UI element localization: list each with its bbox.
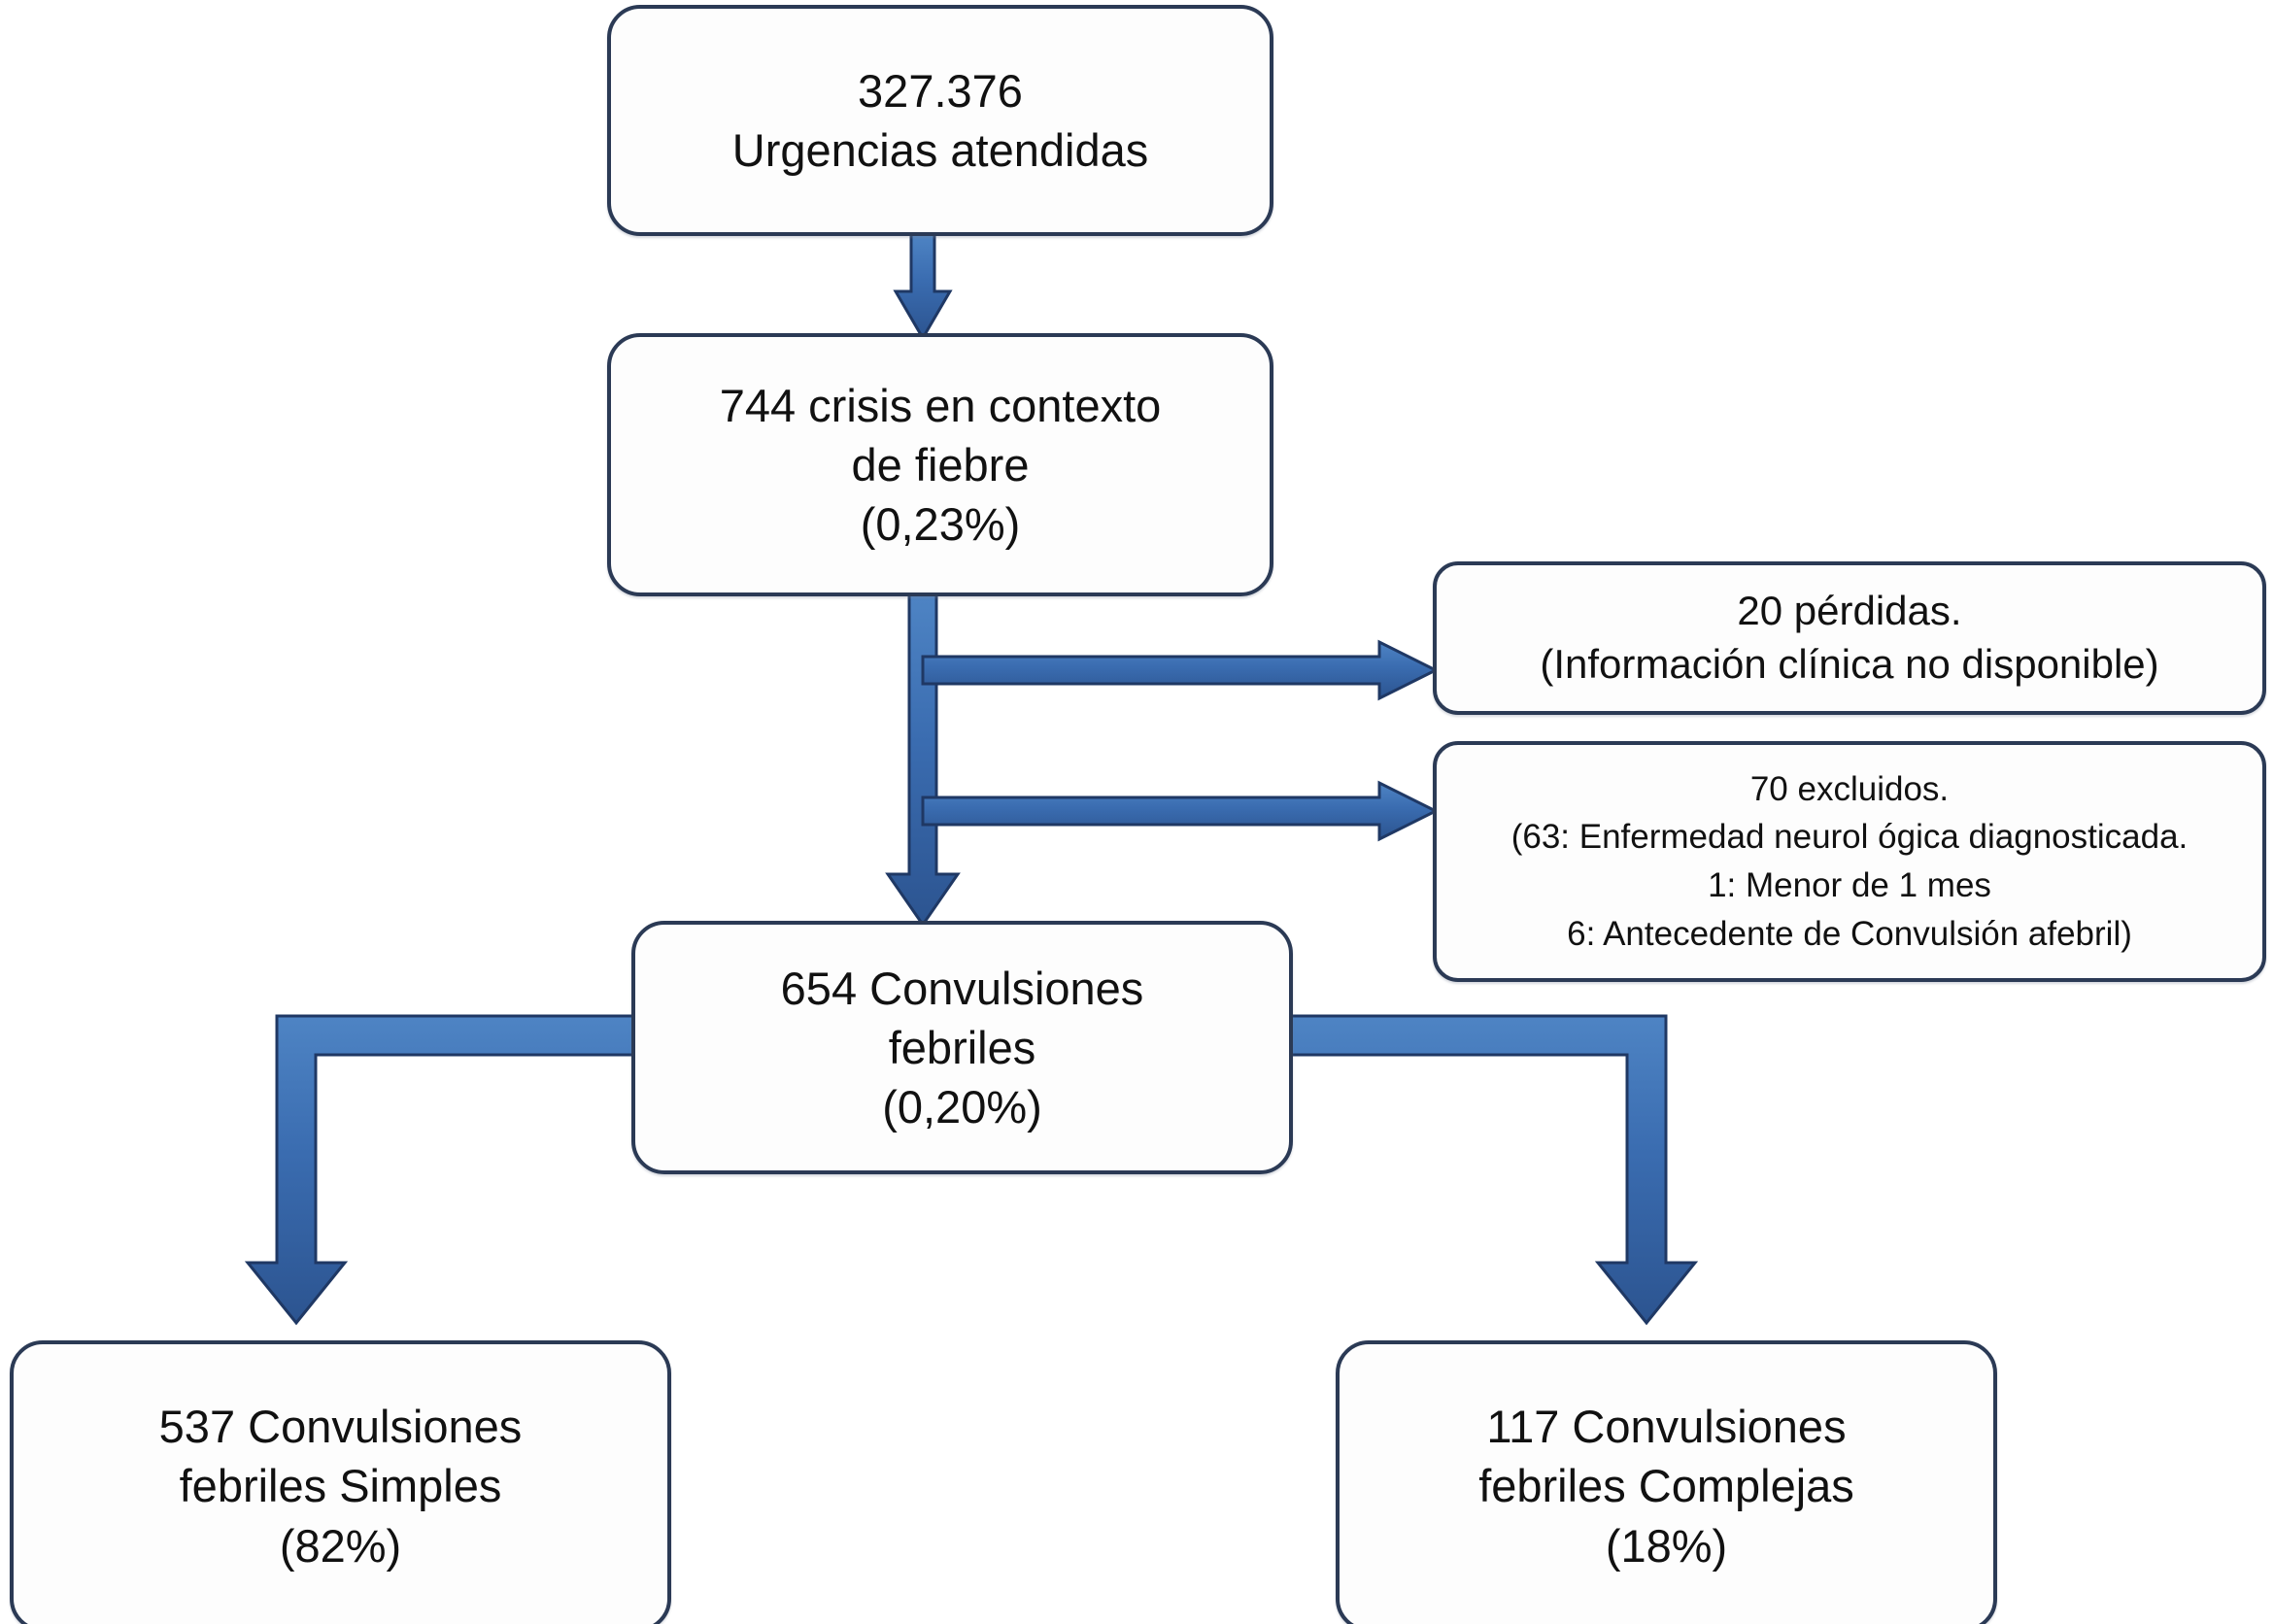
node-convulsiones-febriles-complejas[interactable]: 117 Convulsiones febriles Complejas (18%… bbox=[1336, 1340, 1997, 1624]
node-urgencias-atendidas[interactable]: 327.376 Urgencias atendidas bbox=[607, 5, 1273, 236]
edge-urgencias-to-crisis bbox=[893, 232, 953, 341]
node-perdidas[interactable]: 20 pérdidas. (Información clínica no dis… bbox=[1433, 561, 2266, 715]
edge-convulsiones-to-complejas bbox=[1289, 1014, 1699, 1326]
node-convulsiones-febriles-simples[interactable]: 537 Convulsiones febriles Simples (82%) bbox=[10, 1340, 671, 1624]
edge-crisis-to-convulsiones bbox=[885, 592, 961, 928]
node-perdidas-text: 20 pérdidas. (Información clínica no dis… bbox=[1540, 588, 2159, 687]
node-crisis-text: 744 crisis en contexto de fiebre (0,23%) bbox=[719, 379, 1162, 551]
node-convulsiones-text: 654 Convulsiones febriles (0,20%) bbox=[780, 962, 1144, 1133]
node-simples-text: 537 Convulsiones febriles Simples (82%) bbox=[158, 1401, 523, 1572]
node-convulsiones-febriles[interactable]: 654 Convulsiones febriles (0,20%) bbox=[631, 921, 1293, 1174]
edge-crisis-to-perdidas bbox=[921, 639, 1440, 701]
node-urgencias-text: 327.376 Urgencias atendidas bbox=[731, 64, 1149, 176]
node-excluidos[interactable]: 70 excluidos. (63: Enfermedad neurol ógi… bbox=[1433, 741, 2266, 982]
node-excluidos-text: 70 excluidos. (63: Enfermedad neurol ógi… bbox=[1510, 769, 2189, 953]
edge-crisis-to-excluidos bbox=[921, 780, 1440, 842]
node-complejas-text: 117 Convulsiones febriles Complejas (18%… bbox=[1478, 1401, 1854, 1572]
edge-convulsiones-to-simples bbox=[244, 1014, 635, 1326]
node-crisis-en-contexto-de-fiebre[interactable]: 744 crisis en contexto de fiebre (0,23%) bbox=[607, 333, 1273, 596]
